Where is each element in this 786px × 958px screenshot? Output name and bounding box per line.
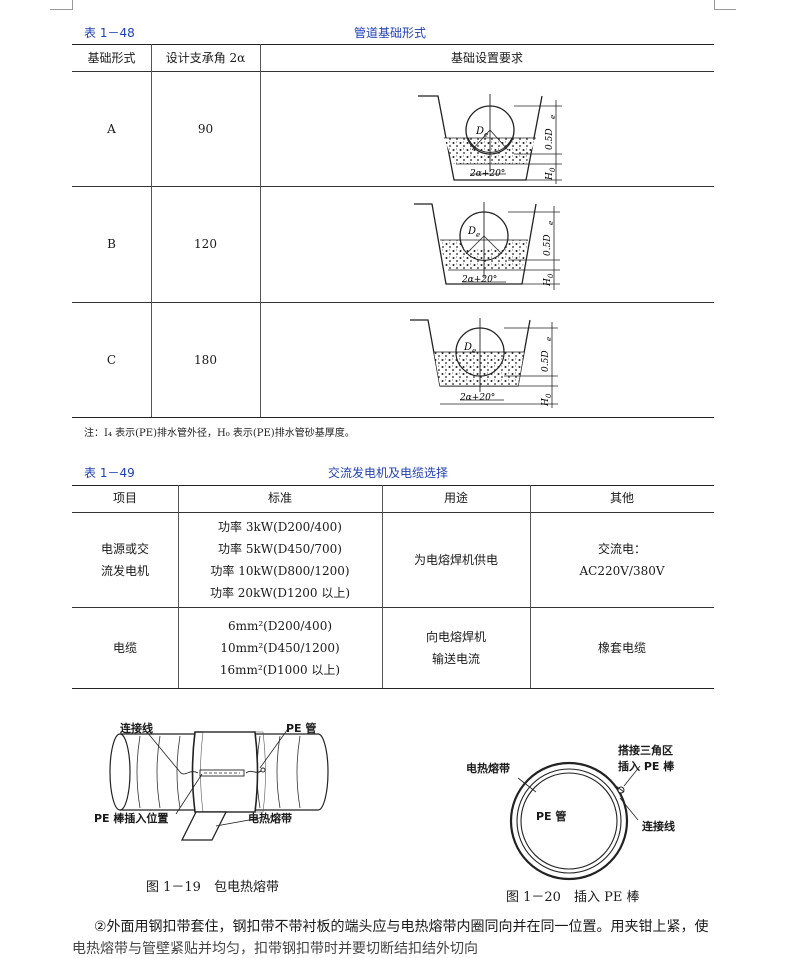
- crop-mark-left: [72, 0, 73, 10]
- table48-form-c: C: [106, 353, 117, 367]
- table49-title: 交流发电机及电缆选择: [328, 466, 449, 480]
- crop-mark-right-h: [714, 9, 736, 10]
- fig19-label-connect: 连接线: [120, 722, 153, 735]
- table49-header-rule: [72, 512, 714, 513]
- table49-caption: 表 1－49: [84, 466, 135, 480]
- svg-text:2α+20°: 2α+20°: [459, 393, 495, 403]
- table49-header-other: 其他: [609, 491, 634, 505]
- table48-form-a: A: [107, 122, 116, 136]
- figure20-leaders: [517, 765, 641, 821]
- crop-mark-right: [714, 0, 715, 10]
- figure19-caption: 图 1－19 包电热熔带: [146, 880, 279, 895]
- fig19-label-insert-pos: PE 棒插入位置: [94, 812, 169, 825]
- svg-text:D: D: [463, 342, 472, 353]
- svg-text:H: H: [543, 278, 553, 287]
- svg-text:0.5D: 0.5D: [541, 350, 551, 372]
- figure19-wrapped-pipe: [109, 728, 329, 841]
- table49-bottom-rule: [72, 688, 714, 689]
- table49-item-cable: 电缆: [112, 641, 137, 655]
- svg-text:e: e: [545, 337, 553, 341]
- table48-col-divider: [260, 44, 261, 417]
- foundation-diagram-c: D e 2α+20° 0.5D e H 0: [410, 318, 558, 408]
- table48-header-rule: [72, 71, 714, 72]
- fig20-label-triangle: 搭接三角区: [618, 744, 673, 757]
- svg-text:H: H: [541, 398, 551, 407]
- svg-text:e: e: [484, 131, 488, 139]
- svg-text:e: e: [476, 231, 480, 239]
- table48-title: 管道基础形式: [354, 26, 427, 40]
- foundation-diagram-b: D e 2α+20° 0.5D e H 0: [414, 202, 560, 290]
- table48-form-b: B: [107, 237, 116, 251]
- figure20-pipe-section: [509, 761, 629, 881]
- base-label: H: [545, 172, 555, 181]
- table49-other-generator: 交流电： AC220V/380V: [579, 542, 665, 578]
- svg-text:e: e: [472, 347, 476, 355]
- table49-col-divider: [382, 485, 383, 688]
- angle-label: 2α+20°: [469, 169, 505, 179]
- table48-angle-c: 180: [194, 353, 217, 367]
- table48-caption: 表 1－48: [84, 26, 135, 40]
- table48-angle-b: 120: [194, 237, 217, 251]
- table49-col-divider: [530, 485, 531, 688]
- table49-use-generator: 为电熔焊机供电: [413, 553, 498, 567]
- table48-bottom-rule: [72, 417, 714, 418]
- svg-text:0: 0: [547, 273, 555, 278]
- svg-text:0: 0: [549, 167, 557, 172]
- figure20-caption: 图 1－20 插入 PE 棒: [506, 890, 640, 905]
- table49-item-generator: 电源或交 流发电机: [100, 542, 149, 578]
- table49-header-item: 项目: [112, 491, 137, 505]
- table48-header-form: 基础形式: [87, 51, 136, 65]
- svg-text:e: e: [549, 115, 557, 119]
- table49-row-rule: [72, 607, 714, 608]
- fig19-label-pe-pipe: PE 管: [286, 722, 317, 735]
- table48-note: 注：I₄ 表示(PE)排水管外径，H₀ 表示(PE)排水管砂基厚度。: [84, 428, 355, 439]
- svg-text:2α+20°: 2α+20°: [461, 275, 497, 285]
- table48-row-rule: [72, 186, 714, 187]
- table49-standard-cable: 6mm²(D200/400) 10mm²(D450/1200) 16mm²(D1…: [219, 619, 341, 677]
- svg-text:0.5D: 0.5D: [543, 234, 553, 256]
- crop-mark-left-h: [50, 9, 72, 10]
- foundation-diagram-a: D e 2α+20° 0.5D e H 0: [418, 94, 562, 184]
- table49-use-cable: 向电熔焊机 输送电流: [425, 630, 486, 666]
- table49-top-rule: [72, 485, 714, 486]
- table48-header-angle: 设计支承角 2α: [165, 51, 246, 65]
- table48-top-rule: [72, 44, 714, 45]
- fig19-label-heat-band: 电热熔带: [248, 812, 292, 825]
- body-paragraph: ②外面用钢扣带套住，钢扣带不带衬板的端头应与电热熔带内圈同向并在同一位置。用夹钳…: [94, 919, 709, 935]
- svg-text:e: e: [547, 221, 555, 225]
- fig20-label-insert: 插入 PE 棒: [618, 760, 675, 773]
- body-paragraph-cutoff: 电热熔带与管壁紧贴并均匀，扣带钢扣带时并要切断结扣结外切向: [72, 941, 478, 957]
- fig20-label-pe-pipe: PE 管: [536, 810, 567, 823]
- fig20-label-connect: 连接线: [642, 820, 675, 833]
- table48-header-requirement: 基础设置要求: [450, 51, 523, 65]
- table49-header-use: 用途: [443, 491, 468, 505]
- fig20-label-heat-band: 电热熔带: [466, 762, 510, 775]
- table48-col-divider: [151, 44, 152, 417]
- table48-row-rule: [72, 302, 714, 303]
- table49-other-cable: 橡套电缆: [597, 641, 646, 655]
- table49-standard-generator: 功率 3kW(D200/400) 功率 5kW(D450/700) 功率 10k…: [209, 520, 351, 600]
- table49-header-standard: 标准: [267, 491, 292, 505]
- height-label: 0.5D: [545, 128, 555, 150]
- table48-angle-a: 90: [197, 122, 214, 136]
- svg-text:0: 0: [545, 393, 553, 398]
- pipe-diameter-label: D: [475, 126, 484, 137]
- svg-text:D: D: [467, 226, 476, 237]
- table49-col-divider: [178, 485, 179, 688]
